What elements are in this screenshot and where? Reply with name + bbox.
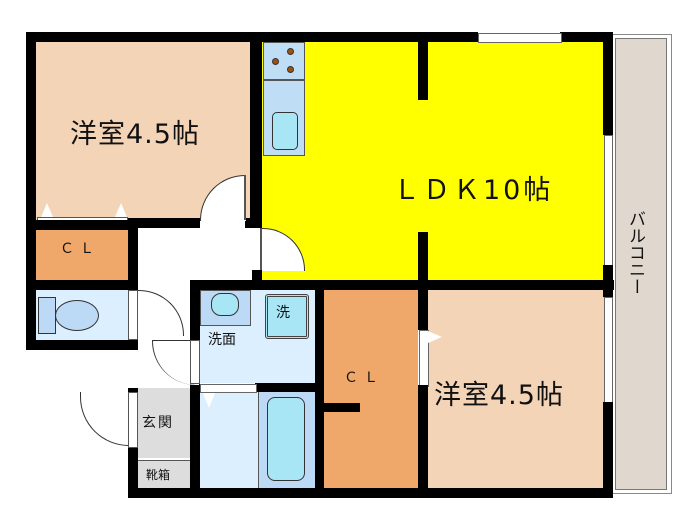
front-door-leaf: [128, 392, 138, 448]
wall-room1-bottom-c: [245, 218, 261, 228]
door-toilet-leaf: [128, 290, 138, 340]
western-room-2-label: 洋室4.5帖: [434, 380, 564, 411]
toilet-icon: [55, 300, 99, 331]
wall-ldk-divider-bottom: [418, 232, 428, 287]
closet-1-door-marker-icon: [41, 203, 53, 217]
washbasin-icon: [211, 293, 239, 316]
sink-icon: [272, 112, 298, 150]
entrance: [138, 388, 190, 458]
wall-right-top: [603, 32, 613, 135]
stove-burner-icon: [287, 66, 294, 73]
closet-2-label: ＣＬ: [344, 370, 384, 386]
closet-1-door-marker-icon: [115, 203, 127, 217]
door-toilet[interactable]: [138, 290, 184, 336]
door-marker-icon: [428, 331, 442, 343]
wall-ldk-divider-top: [418, 40, 428, 100]
wall-top-left: [26, 32, 260, 42]
shoe-box: [138, 460, 190, 488]
wall-closet2-right-lower: [418, 385, 428, 493]
western-room-2: [428, 290, 605, 488]
closet-1-label: ＣＬ: [60, 241, 100, 257]
bath-dressing: [200, 392, 258, 488]
wall-right-mid: [603, 265, 613, 297]
western-room-1-label: 洋室4.5帖: [70, 119, 200, 150]
wall-room1-bottom: [26, 220, 138, 230]
balcony-label: バルコニー: [625, 210, 645, 295]
wall-entrance-right: [190, 383, 200, 493]
window-room2-right: [604, 297, 613, 404]
wall-closet2-stub: [323, 403, 360, 412]
bathtub-icon: [267, 397, 305, 481]
wall-closet2-right: [418, 280, 428, 330]
washroom-label: 洗面: [208, 332, 236, 348]
ldk-label: ＬＤＫ10帖: [393, 175, 554, 206]
wall-wash-bottom: [255, 383, 315, 392]
wall-toilet-bottom: [26, 340, 138, 350]
door-marker-icon: [203, 393, 215, 408]
balcony: [615, 38, 667, 490]
door-washroom-leaf: [190, 340, 200, 384]
wall-top-ldk: [250, 32, 478, 42]
door-bath-sliding[interactable]: [200, 384, 257, 393]
closet-2: [323, 290, 418, 488]
wall-room1-bottom-b: [130, 218, 200, 228]
washing-machine-icon: [265, 294, 309, 339]
door-ldk-leaf: [260, 228, 262, 270]
wall-top-right: [560, 32, 613, 42]
hallway: [138, 228, 250, 288]
window-ldk-right: [604, 135, 613, 267]
wall-wash-left: [190, 280, 200, 350]
wall-bath-right: [315, 280, 324, 493]
toilet-tank-icon: [38, 297, 56, 334]
front-door[interactable]: [80, 392, 129, 446]
stove-burner-icon: [272, 58, 279, 65]
closet-1: [35, 228, 128, 280]
wall-right-bottom: [603, 402, 613, 498]
window-top: [478, 33, 562, 43]
entrance-label: 玄関: [142, 415, 174, 431]
washer-label: 洗: [276, 305, 290, 321]
door-room1-leaf: [244, 175, 246, 220]
wall-closet1-bottom: [26, 280, 138, 290]
wall-left: [26, 32, 36, 350]
kitchen-stove: [263, 42, 305, 80]
ldk: [260, 40, 605, 282]
stove-burner-icon: [287, 48, 294, 55]
wall-ldk-bottom: [190, 280, 614, 290]
shoe-box-label: 靴箱: [146, 468, 171, 482]
wall-room1-right: [250, 32, 262, 228]
wall-bottom: [128, 488, 613, 498]
